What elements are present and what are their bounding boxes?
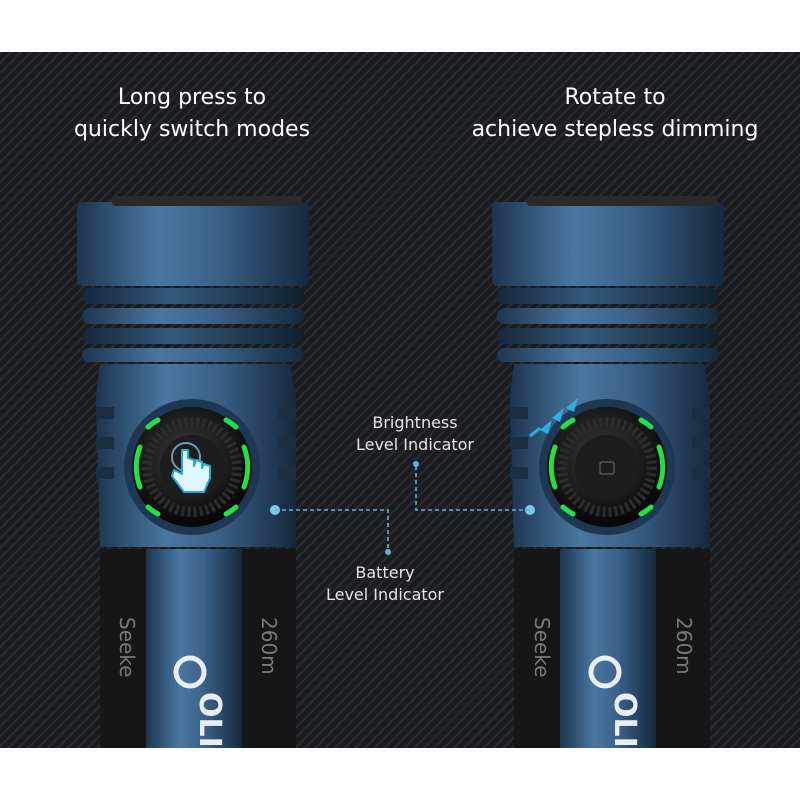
lock-icon (599, 461, 615, 475)
flashlight-left (77, 196, 309, 748)
distance-engraving-left: 260m (257, 617, 281, 675)
caption-right-line-2: achieve stepless dimming (471, 117, 759, 142)
brand-engraving-right: OLI (607, 692, 642, 748)
brightness-indicator-label: Brightness Level Indicator (340, 412, 490, 456)
brightness-label-line-1: Brightness (372, 413, 458, 432)
rotate-arrows-icon (529, 398, 578, 438)
caption-rotate: Rotate to achieve stepless dimming (455, 82, 775, 146)
brightness-label-line-2: Level Indicator (355, 435, 475, 454)
head-bezel (77, 202, 309, 286)
brand-engraving-left: OLI (192, 692, 227, 748)
product-image: OLI OLI Seeke 260m Seeke 260m Long press… (0, 52, 800, 748)
tap-hand-icon (171, 442, 211, 493)
battery-label-line-1: Battery (355, 563, 415, 582)
callout-lines (275, 464, 530, 552)
brightness-indicator-left (133, 444, 143, 490)
battery-indicator-label: Battery Level Indicator (310, 562, 460, 606)
caption-left-line-1: Long press to (117, 85, 267, 110)
battery-label-line-2: Level Indicator (325, 585, 445, 604)
flashlight-right (492, 196, 724, 748)
model-engraving-right: Seeke (530, 617, 554, 677)
flashlights-illustration: OLI OLI Seeke 260m Seeke 260m (77, 196, 724, 748)
caption-long-press: Long press to quickly switch modes (42, 82, 342, 146)
model-engraving-left: Seeke (115, 617, 139, 677)
brightness-indicator-right (548, 444, 558, 490)
caption-right-line-1: Rotate to (564, 85, 666, 110)
caption-left-line-2: quickly switch modes (73, 117, 311, 142)
distance-engraving-right: 260m (672, 617, 696, 675)
